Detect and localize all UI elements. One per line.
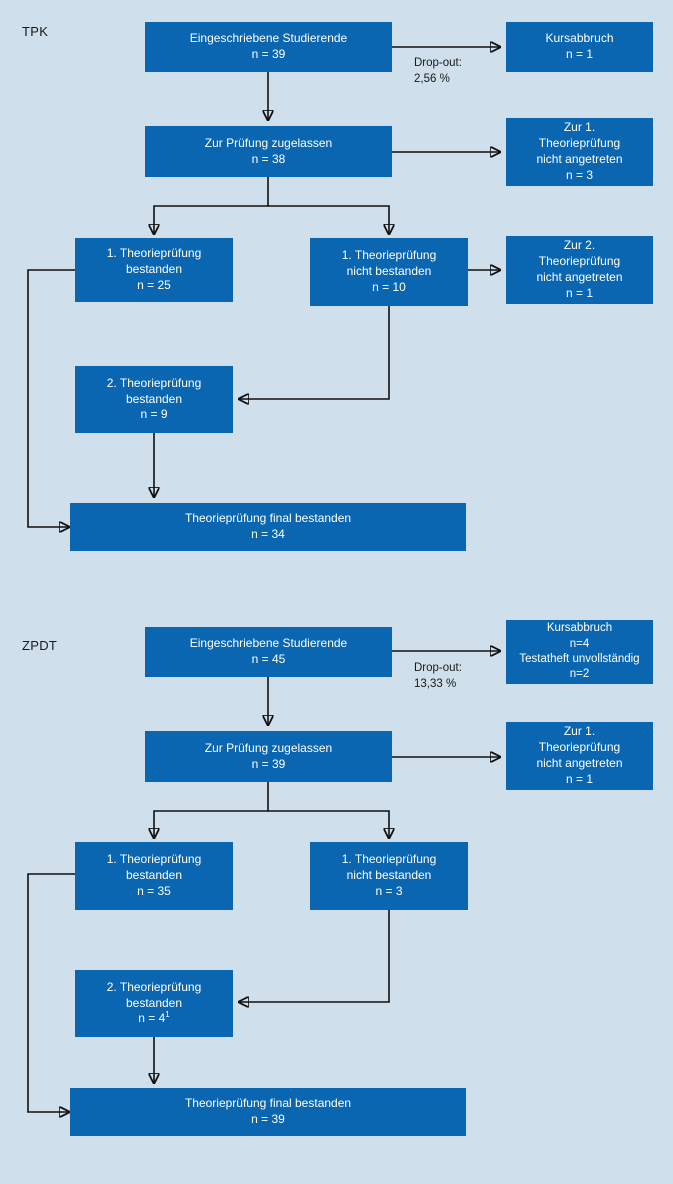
node-zpdt-enrolled: Eingeschriebene Studierende n = 45	[145, 627, 392, 677]
edge-label-zpdt-dropout: Drop-out: 13,33 %	[414, 661, 462, 692]
node-line: Zur Prüfung zugelassen	[204, 740, 333, 755]
node-tpk-final-passed: Theorieprüfung final bestanden n = 34	[70, 503, 466, 551]
node-line: nicht bestanden	[346, 868, 432, 883]
footnote-marker: 1	[165, 1010, 170, 1020]
node-tpk-kursabbruch: Kursabbruch n = 1	[506, 22, 653, 72]
node-line: Eingeschriebene Studierende	[189, 636, 348, 651]
node-zpdt-final-passed: Theorieprüfung final bestanden n = 39	[70, 1088, 466, 1136]
node-line: n = 25	[137, 277, 171, 292]
node-line-with-footnote: n = 41	[138, 1011, 169, 1027]
node-line: nicht angetreten	[536, 756, 623, 770]
node-line: n=4	[569, 637, 590, 650]
node-tpk-admitted: Zur Prüfung zugelassen n = 38	[145, 126, 392, 177]
node-line: n = 1	[565, 285, 594, 300]
node-line: Zur 1.	[563, 120, 596, 135]
node-line: bestanden	[125, 262, 183, 277]
node-line: Theorieprüfung	[538, 254, 621, 269]
node-line: n = 10	[372, 279, 406, 294]
node-tpk-failed-exam1: 1. Theorieprüfung nicht bestanden n = 10	[310, 238, 468, 306]
node-zpdt-kursabbruch: Kursabbruch n=4 Testatheft unvollständig…	[506, 620, 653, 684]
node-line: bestanden	[125, 995, 183, 1010]
edge-label-line: Drop-out:	[414, 57, 462, 69]
node-line: Zur 1.	[563, 724, 596, 739]
node-line: nicht angetreten	[536, 270, 623, 284]
node-line: Testatheft unvollständig	[519, 653, 640, 665]
node-line: Kursabbruch	[545, 31, 614, 46]
node-line: 1. Theorieprüfung	[106, 246, 202, 261]
node-line: Theorieprüfung final bestanden	[184, 511, 352, 526]
node-line: n=2	[569, 668, 590, 681]
node-line: n = 3	[375, 883, 403, 898]
node-line: 1. Theorieprüfung	[341, 852, 437, 867]
node-line: bestanden	[125, 391, 183, 406]
node-line: n = 9	[140, 407, 168, 422]
node-line: n = 39	[251, 756, 286, 771]
node-line: Theorieprüfung final bestanden	[184, 1096, 352, 1111]
node-line: Kursabbruch	[546, 622, 613, 635]
node-line: n = 34	[251, 527, 285, 541]
node-zpdt-failed-exam1: 1. Theorieprüfung nicht bestanden n = 3	[310, 842, 468, 910]
node-line: Zur 2.	[563, 238, 596, 253]
edge-label-tpk-dropout: Drop-out: 2,56 %	[414, 56, 462, 87]
node-line: n = 1	[565, 771, 594, 786]
node-line: bestanden	[125, 868, 183, 883]
node-line: 1. Theorieprüfung	[341, 248, 437, 263]
section-label-tpk: TPK	[22, 24, 49, 39]
node-line: 2. Theorieprüfung	[106, 979, 202, 994]
node-line: Zur Prüfung zugelassen	[204, 135, 333, 150]
edge-label-line: 13,33 %	[414, 677, 457, 690]
node-line: n = 39	[251, 47, 286, 61]
node-tpk-enrolled: Eingeschriebene Studierende n = 39	[145, 22, 392, 72]
node-line: n = 39	[251, 1112, 285, 1126]
node-zpdt-passed-exam1: 1. Theorieprüfung bestanden n = 35	[75, 842, 233, 910]
edge-label-line: Drop-out:	[414, 662, 462, 674]
node-tpk-passed-exam1: 1. Theorieprüfung bestanden n = 25	[75, 238, 233, 302]
node-line: n = 1	[565, 47, 594, 61]
node-line: 1. Theorieprüfung	[106, 852, 202, 867]
node-tpk-no-show-exam1: Zur 1. Theorieprüfung nicht angetreten n…	[506, 118, 653, 186]
node-tpk-passed-exam2: 2. Theorieprüfung bestanden n = 9	[75, 366, 233, 433]
node-line: n = 35	[137, 883, 171, 898]
node-line: n = 3	[565, 167, 594, 182]
node-line: Theorieprüfung	[538, 136, 621, 151]
node-line: n = 38	[251, 151, 286, 166]
node-line: nicht angetreten	[536, 152, 623, 166]
section-label-zpdt: ZPDT	[22, 638, 58, 653]
node-line: nicht bestanden	[346, 264, 432, 279]
node-tpk-no-show-exam2: Zur 2. Theorieprüfung nicht angetreten n…	[506, 236, 653, 304]
node-line: n = 45	[251, 652, 286, 666]
node-zpdt-admitted: Zur Prüfung zugelassen n = 39	[145, 731, 392, 782]
node-line: 2. Theorieprüfung	[106, 375, 202, 390]
node-zpdt-passed-exam2: 2. Theorieprüfung bestanden n = 41	[75, 970, 233, 1037]
node-line: Theorieprüfung	[538, 740, 621, 755]
node-line: Eingeschriebene Studierende	[189, 31, 348, 46]
edge-label-line: 2,56 %	[414, 72, 450, 85]
node-line-value: n = 4	[138, 1011, 166, 1026]
node-zpdt-no-show-exam1: Zur 1. Theorieprüfung nicht angetreten n…	[506, 722, 653, 790]
